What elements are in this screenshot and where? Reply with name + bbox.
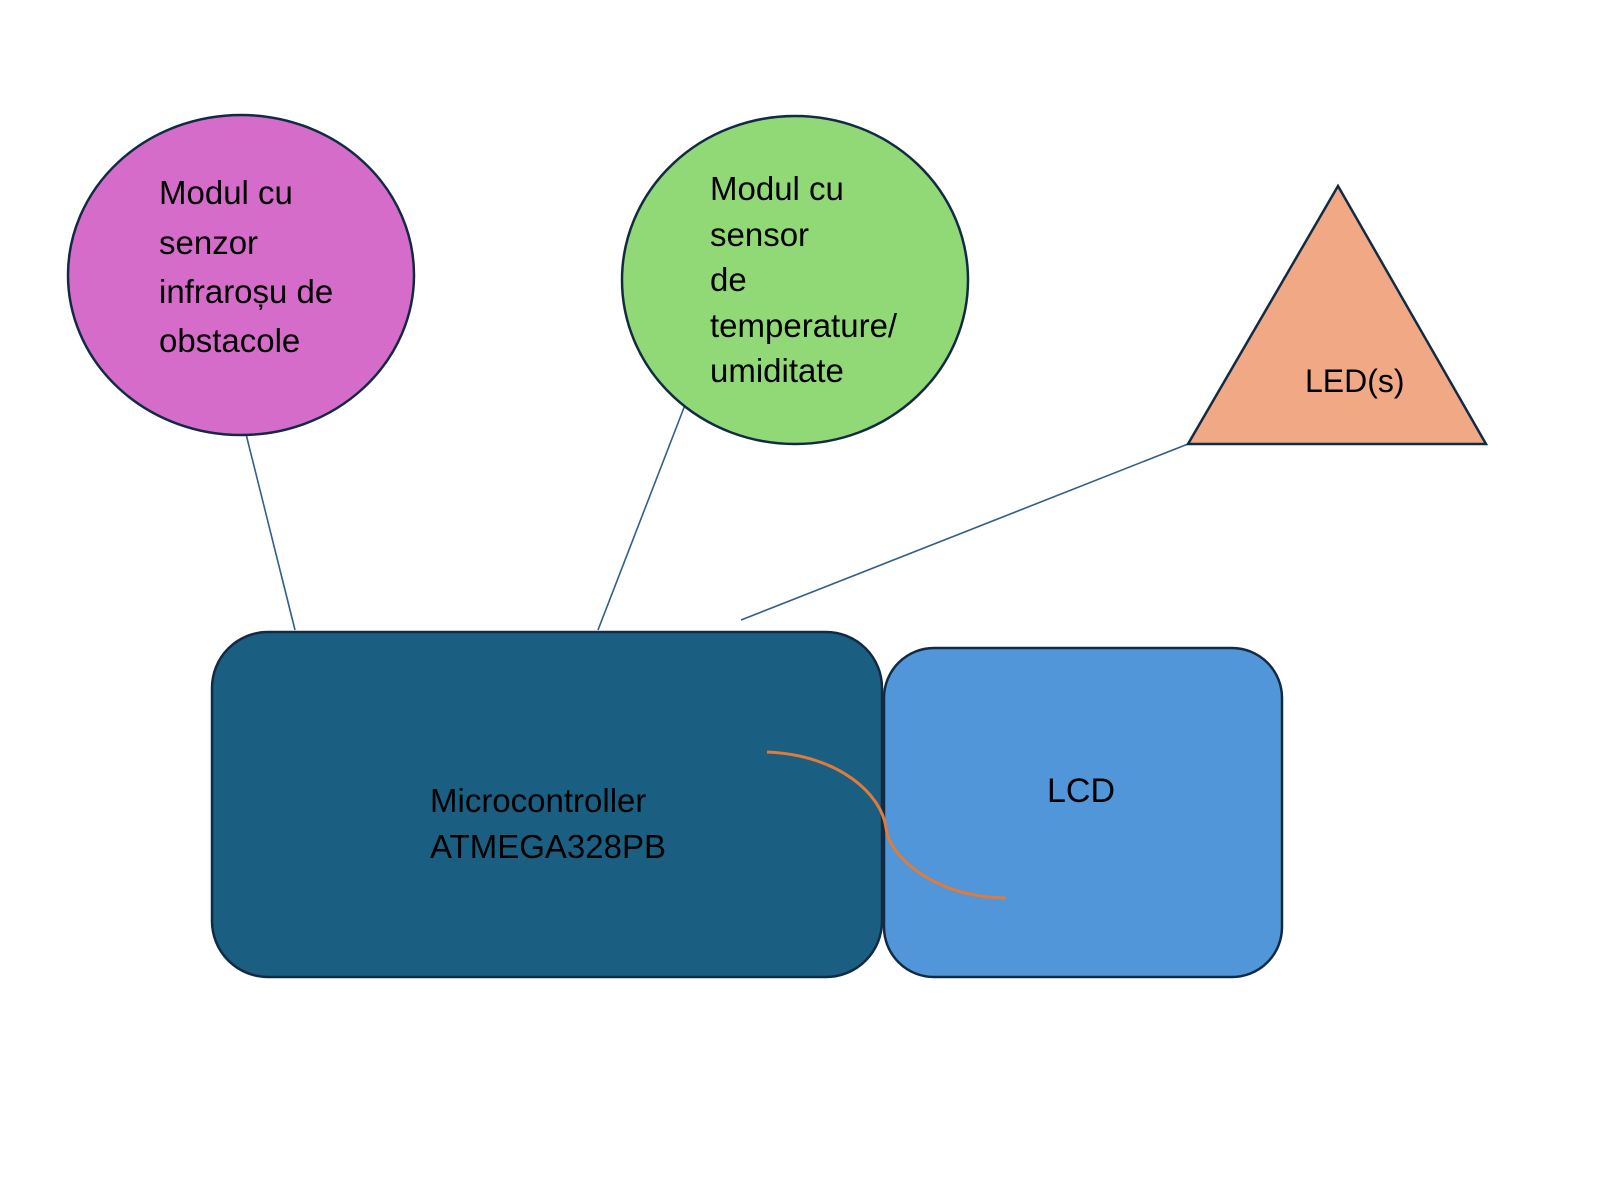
ir-sensor-label-line: obstacole bbox=[159, 322, 300, 359]
mcu-lcd-link-curve bbox=[766, 750, 1007, 900]
ir-sensor-label-line: infraroșu de bbox=[159, 273, 333, 310]
leds-node: LED(s) bbox=[1185, 183, 1489, 446]
temp-sensor-node: Modul cu sensor de temperature/ umiditat… bbox=[620, 114, 970, 446]
ir-sensor-label-line: Modul cu bbox=[159, 174, 293, 211]
ir-sensor-node: Modul cu senzor infraroșu de obstacole bbox=[66, 113, 416, 437]
microcontroller-node: Microcontroller ATMEGA328PB bbox=[210, 630, 884, 979]
temp-sensor-label: Modul cu sensor de temperature/ umiditat… bbox=[710, 170, 906, 389]
lcd-node: LCD bbox=[882, 646, 1284, 979]
temp-sensor-shape bbox=[620, 114, 970, 446]
temp-sensor-label-line: temperature/ bbox=[710, 307, 898, 344]
microcontroller-label: Microcontroller ATMEGA328PB bbox=[430, 782, 666, 865]
lcd-shape bbox=[882, 646, 1284, 979]
microcontroller-shape bbox=[210, 630, 884, 979]
microcontroller-label-line: ATMEGA328PB bbox=[430, 828, 666, 865]
ir-sensor-shape bbox=[66, 113, 416, 437]
temp-sensor-label-line: sensor bbox=[710, 216, 809, 253]
lcd-label: LCD bbox=[1047, 772, 1115, 810]
leds-shape bbox=[1185, 183, 1489, 446]
microcontroller-label-line: Microcontroller bbox=[430, 782, 646, 819]
connector-temp-to-mcu bbox=[597, 404, 686, 631]
connector-leds-to-mcu bbox=[740, 443, 1189, 621]
leds-label: LED(s) bbox=[1305, 363, 1405, 399]
connector-ir-to-mcu bbox=[245, 433, 296, 631]
temp-sensor-label-line: Modul cu bbox=[710, 170, 844, 207]
temp-sensor-label-line: umiditate bbox=[710, 352, 844, 389]
ir-sensor-label-line: senzor bbox=[159, 224, 258, 261]
ir-sensor-label: Modul cu senzor infraroșu de obstacole bbox=[159, 174, 342, 359]
temp-sensor-label-line: de bbox=[710, 261, 747, 298]
